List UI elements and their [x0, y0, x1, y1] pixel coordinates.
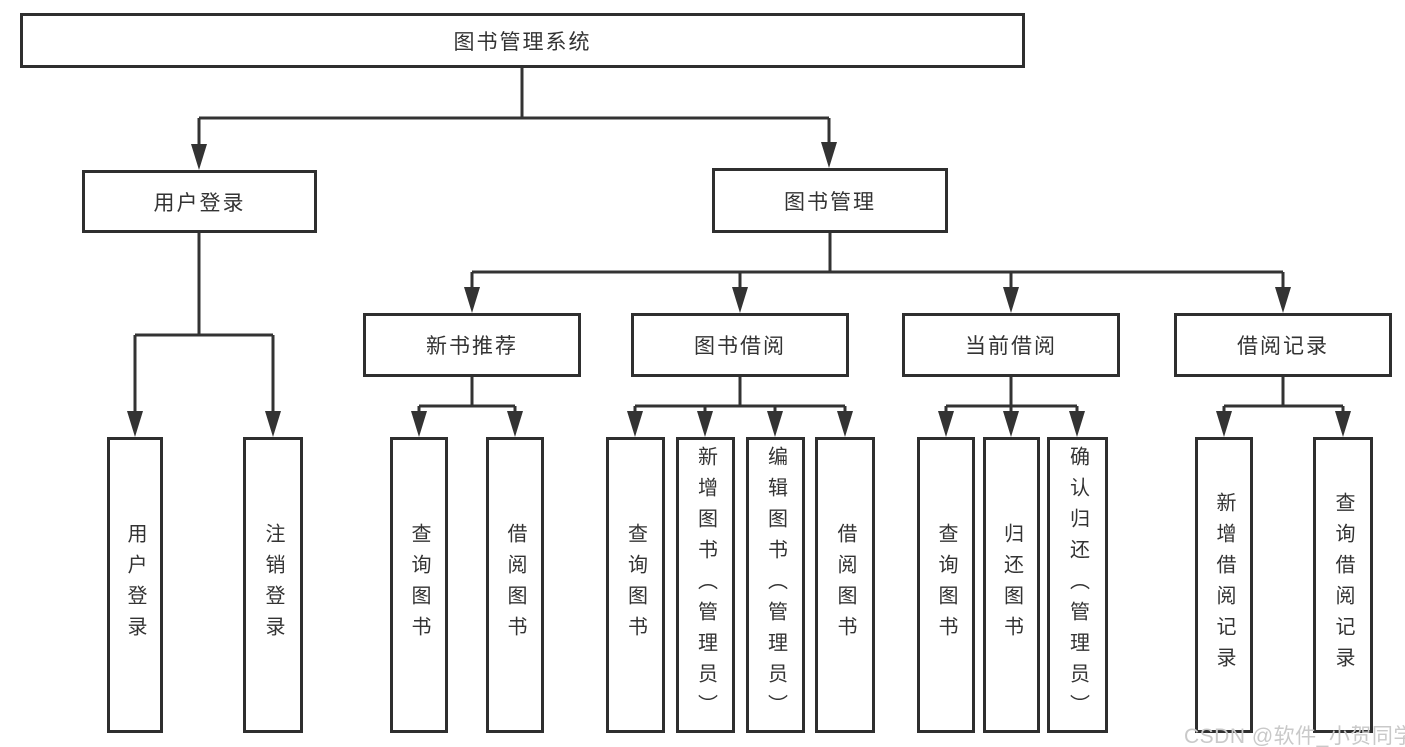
node-leaf-logout: 注销登录: [243, 437, 303, 733]
connector-path: [133, 68, 1345, 414]
node-leaf-confirm-return-admin: 确认归还（管理员）: [1047, 437, 1108, 733]
node-label: 图书借阅: [694, 335, 786, 358]
node-label: 新书推荐: [426, 335, 518, 358]
node-leaf-query-borrow-record: 查询借阅记录: [1313, 437, 1373, 733]
node-label: 借阅记录: [1237, 335, 1329, 358]
csdn-watermark: CSDN @软件_小贺同学: [1184, 725, 1405, 747]
arrowhead-icons: [127, 142, 1351, 437]
node-leaf-edit-book-admin: 编辑图书（管理员）: [746, 437, 805, 733]
node-library-system: 图书管理系统: [20, 13, 1025, 68]
node-label: 当前借阅: [965, 335, 1057, 358]
node-label: 图书管理: [784, 190, 876, 214]
node-label: 查询图书: [935, 523, 957, 647]
node-leaf-add-borrow-record: 新增借阅记录: [1195, 437, 1253, 733]
node-book-management: 图书管理: [712, 168, 948, 233]
node-label: 编辑图书（管理员）: [764, 445, 787, 725]
node-leaf-query-books-2: 查询图书: [606, 437, 665, 733]
node-leaf-query-books-1: 查询图书: [390, 437, 448, 733]
node-label: 借阅图书: [834, 523, 856, 647]
node-current-borrowing: 当前借阅: [902, 313, 1120, 377]
node-leaf-return-book: 归还图书: [983, 437, 1040, 733]
node-label: 确认归还（管理员）: [1066, 445, 1089, 725]
node-borrowing-records: 借阅记录: [1174, 313, 1392, 377]
node-leaf-borrow-books-2: 借阅图书: [815, 437, 875, 733]
node-label: 新增图书（管理员）: [694, 445, 717, 725]
node-leaf-add-book-admin: 新增图书（管理员）: [676, 437, 735, 733]
node-label: 新增借阅记录: [1213, 492, 1235, 678]
node-label: 用户登录: [124, 523, 146, 647]
node-label: 注销登录: [262, 523, 284, 647]
node-label: 查询借阅记录: [1332, 492, 1354, 678]
node-leaf-user-login: 用户登录: [107, 437, 163, 733]
node-label: 用户登录: [153, 191, 246, 215]
node-label: 借阅图书: [504, 523, 526, 647]
node-leaf-query-books-3: 查询图书: [917, 437, 975, 733]
node-new-book-recommend: 新书推荐: [363, 313, 581, 377]
node-label: 归还图书: [1000, 523, 1023, 647]
node-leaf-borrow-books-1: 借阅图书: [486, 437, 544, 733]
node-user-login: 用户登录: [82, 170, 317, 233]
node-book-borrowing: 图书借阅: [631, 313, 849, 377]
node-label: 查询图书: [624, 523, 647, 647]
node-label: 查询图书: [408, 523, 430, 647]
node-label: 图书管理系统: [453, 30, 592, 54]
